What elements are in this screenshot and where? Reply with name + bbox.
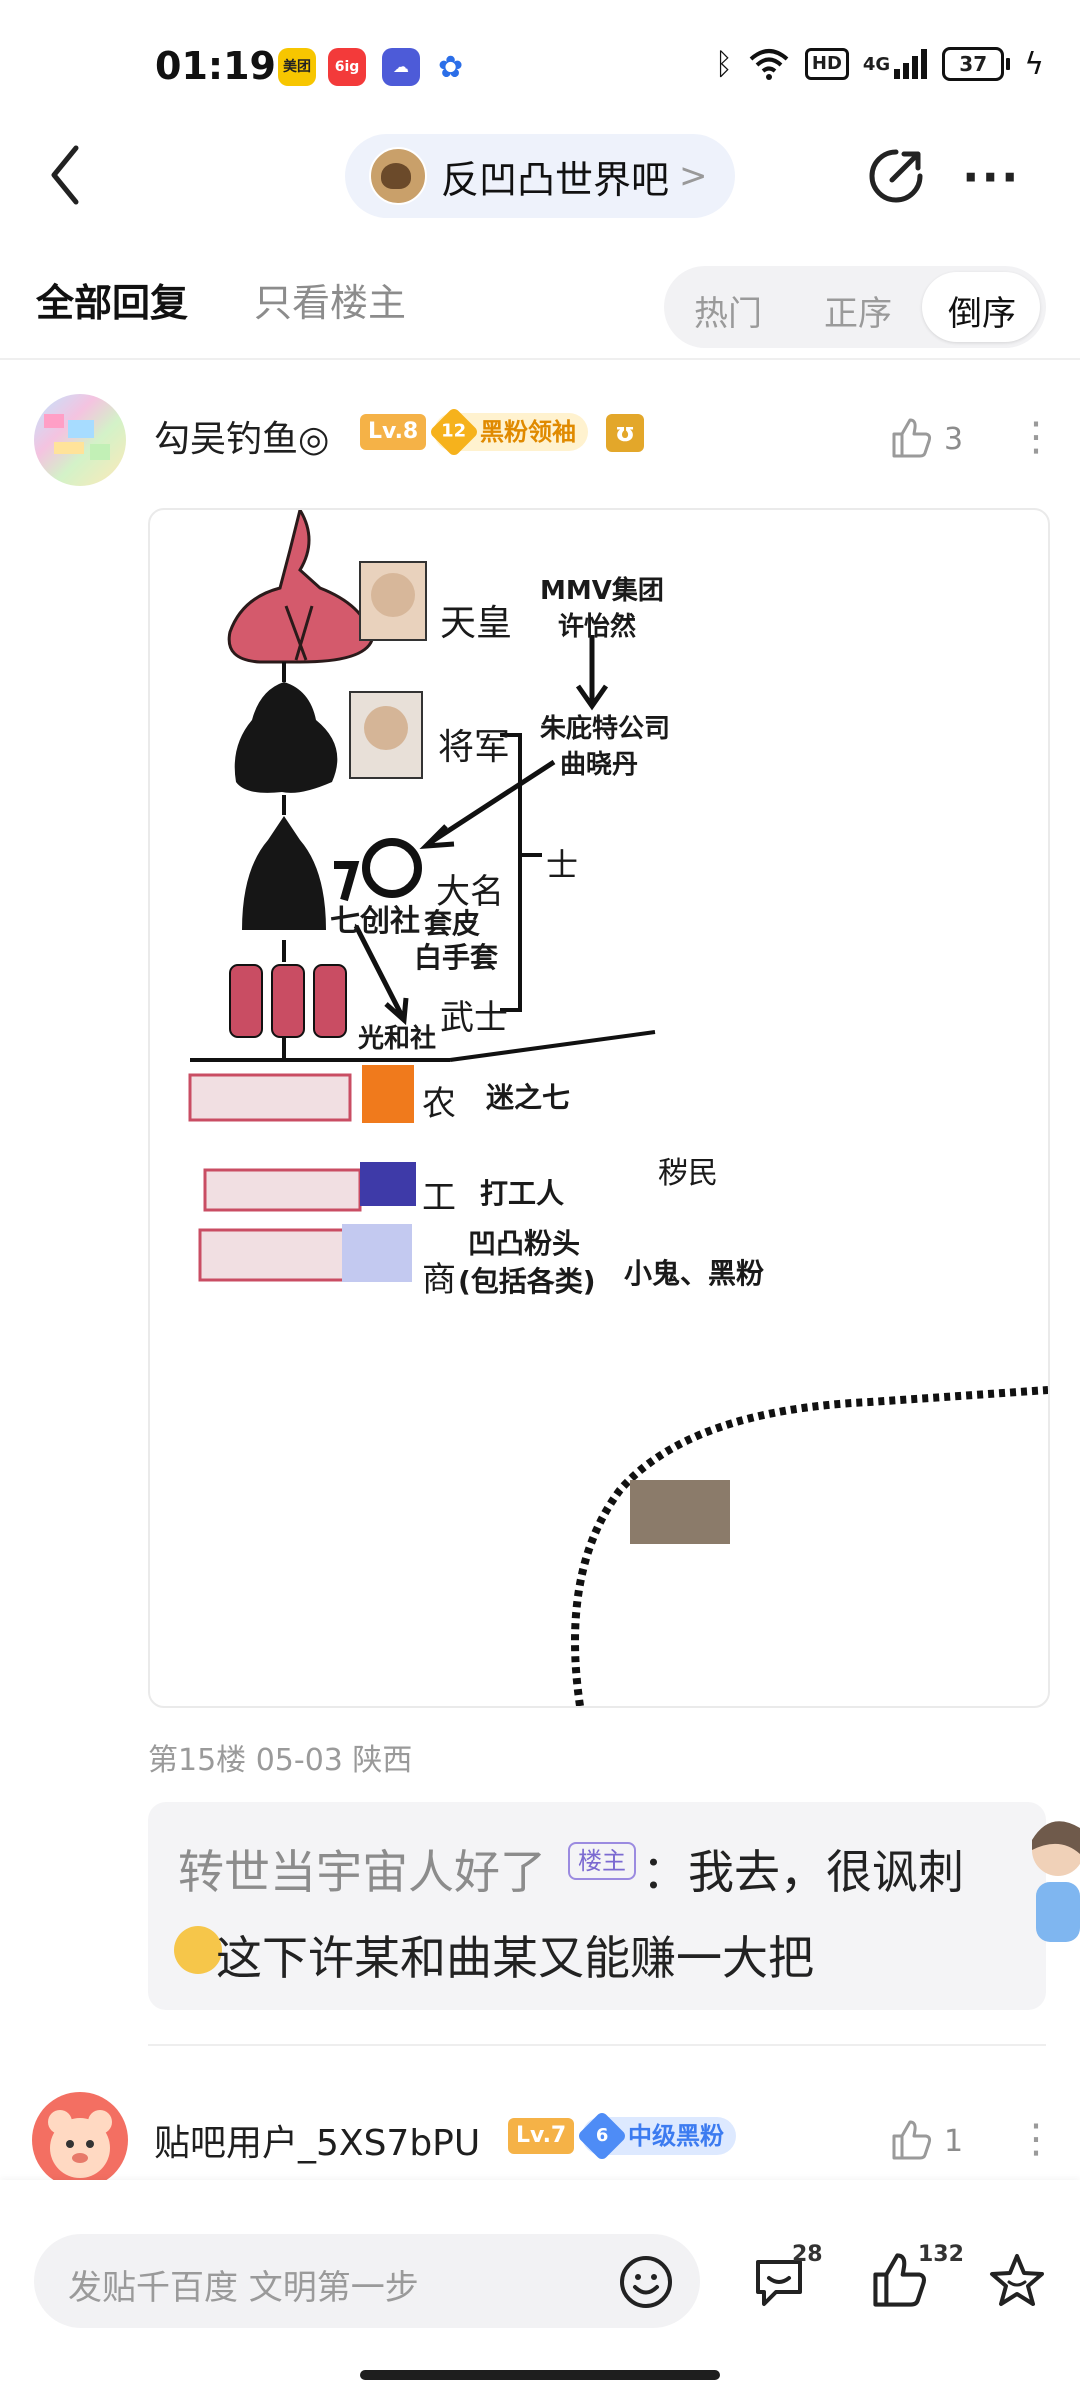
badge-number: 12 [428, 406, 480, 458]
post-meta: 第15楼 05-03 陕西 [148, 1743, 413, 1778]
hd-icon: HD [804, 48, 849, 80]
tab-all-replies[interactable]: 全部回复 [36, 281, 189, 325]
label-daimyo: 大名 [436, 872, 504, 912]
mascot-icon [1010, 1810, 1080, 1960]
battery-icon: 37 [942, 47, 1011, 81]
label-fentou-note: (包括各类) [458, 1265, 596, 1298]
back-icon[interactable] [46, 140, 86, 210]
badge-text: 黑粉领袖 [480, 418, 576, 446]
thumbs-up-icon[interactable] [870, 2250, 930, 2310]
fan-badge[interactable]: 12 黑粉领袖 [428, 406, 588, 458]
label-qichuang: 七创社 [330, 904, 420, 939]
username[interactable]: 勾吴钓鱼◎ [154, 419, 330, 460]
vip-icon: ʊ [606, 414, 644, 452]
charging-icon: ϟ [1024, 46, 1044, 82]
post-menu-icon[interactable]: ⋮ [1016, 414, 1056, 460]
label-guanghe: 光和社 [358, 1024, 437, 1054]
label-zhu: 朱庇特公司 [540, 714, 671, 744]
divider [0, 358, 1080, 360]
reply-preview[interactable]: 转世当宇宙人好了 楼主 ：我去，很讽刺 这下许某和曲某又能赚一大把 [148, 1802, 1046, 2010]
label-shogun: 将军 [438, 727, 511, 768]
meituan-icon: 美团 [278, 48, 316, 86]
baidu-paw-icon: ✿ [438, 50, 464, 85]
forum-pill[interactable]: 反凹凸世界吧 > [345, 134, 735, 218]
divider [148, 2044, 1046, 2046]
forum-avatar [369, 147, 427, 205]
clock: 01:19 [155, 44, 276, 88]
username[interactable]: 贴吧用户_5XS7bPU [154, 2123, 481, 2164]
tab-owner-only[interactable]: 只看楼主 [254, 281, 407, 325]
host-tag: 楼主 [568, 1842, 636, 1880]
sort-ascending[interactable]: 正序 [824, 294, 892, 334]
bluetooth-icon: ᛒ [714, 46, 733, 82]
reply-text-line1: ：我去，很讽刺 [642, 1845, 964, 1899]
level-badge: Lv.7 [508, 2118, 575, 2154]
level-badge: Lv.8 [360, 414, 427, 450]
label-lowest: 秽民 [658, 1156, 718, 1191]
thinking-emoji-icon [174, 1926, 222, 1974]
network-label: 4G [862, 53, 891, 75]
forum-name: 反凹凸世界吧 [441, 157, 670, 202]
sort-active-indicator [922, 272, 1040, 342]
comment-count: 28 [792, 2242, 823, 2267]
like-total: 132 [918, 2242, 964, 2267]
label-kids: 小鬼、黑粉 [624, 1257, 765, 1290]
label-farmer: 农 [422, 1084, 456, 1124]
like-count: 3 [944, 422, 964, 457]
sort-switch: 热门 正序 倒序 [664, 266, 1046, 348]
signal-icon [894, 49, 928, 79]
label-samurai: 武士 [440, 998, 508, 1038]
label-xu: 许怡然 [558, 612, 637, 642]
thumbs-up-icon[interactable] [890, 2118, 934, 2162]
badge-text: 中级黑粉 [628, 2122, 724, 2150]
label-shi: 士 [546, 846, 579, 884]
emoji-icon[interactable] [618, 2254, 674, 2310]
label-fentou: 凹凸粉头 [468, 1227, 581, 1260]
system-icons: ᛒ HD 4G 37 ϟ [715, 42, 1044, 86]
label-merchant: 商 [422, 1260, 456, 1300]
star-icon[interactable] [986, 2250, 1048, 2312]
label-taopi: 套皮 [424, 907, 481, 940]
status-bar: 01:19 美团 6ig ☁ ✿ ᛒ HD 4G 37 ϟ [0, 0, 1080, 130]
label-mmv: MMV集团 [540, 576, 664, 606]
share-icon[interactable] [866, 146, 926, 206]
label-emperor: 天皇 [440, 603, 513, 644]
app-6ig-icon: 6ig [328, 48, 366, 86]
comment-icon[interactable] [750, 2252, 808, 2310]
fan-badge[interactable]: 6 中级黑粉 [576, 2110, 736, 2162]
reply-input[interactable]: 发贴千百度 文明第一步 [34, 2234, 700, 2328]
home-indicator[interactable] [360, 2370, 720, 2380]
post-image[interactable]: 天皇 MMV集团 许怡然 将军 朱庇特公司 曲晓丹 士 七创社 大名 套皮 白手… [148, 508, 1050, 1708]
avatar[interactable] [34, 394, 126, 486]
label-mizhiqi: 迷之七 [486, 1081, 571, 1114]
avatar[interactable] [32, 2092, 128, 2188]
chevron-right-icon: > [679, 156, 708, 196]
thumbs-up-icon[interactable] [890, 416, 934, 460]
reply-placeholder: 发贴千百度 文明第一步 [68, 2268, 419, 2308]
sort-hot[interactable]: 热门 [694, 294, 762, 334]
reply-author[interactable]: 转世当宇宙人好了 [178, 1845, 546, 1899]
cloud-app-icon: ☁ [382, 48, 420, 86]
label-qu: 曲晓丹 [560, 750, 639, 780]
label-dagongren: 打工人 [480, 1177, 565, 1210]
post-menu-icon[interactable]: ⋮ [1016, 2116, 1056, 2162]
wifi-icon [749, 49, 789, 80]
reply-text-line2: 这下许某和曲某又能赚一大把 [216, 1931, 814, 1985]
label-whiteglove: 白手套 [414, 941, 499, 974]
badge-number: 6 [576, 2110, 628, 2162]
like-count: 1 [944, 2124, 964, 2159]
more-icon[interactable]: ··· [962, 150, 1021, 204]
label-worker: 工 [422, 1178, 456, 1218]
sort-descending[interactable]: 倒序 [948, 294, 1016, 334]
battery-level: 37 [942, 47, 1005, 81]
